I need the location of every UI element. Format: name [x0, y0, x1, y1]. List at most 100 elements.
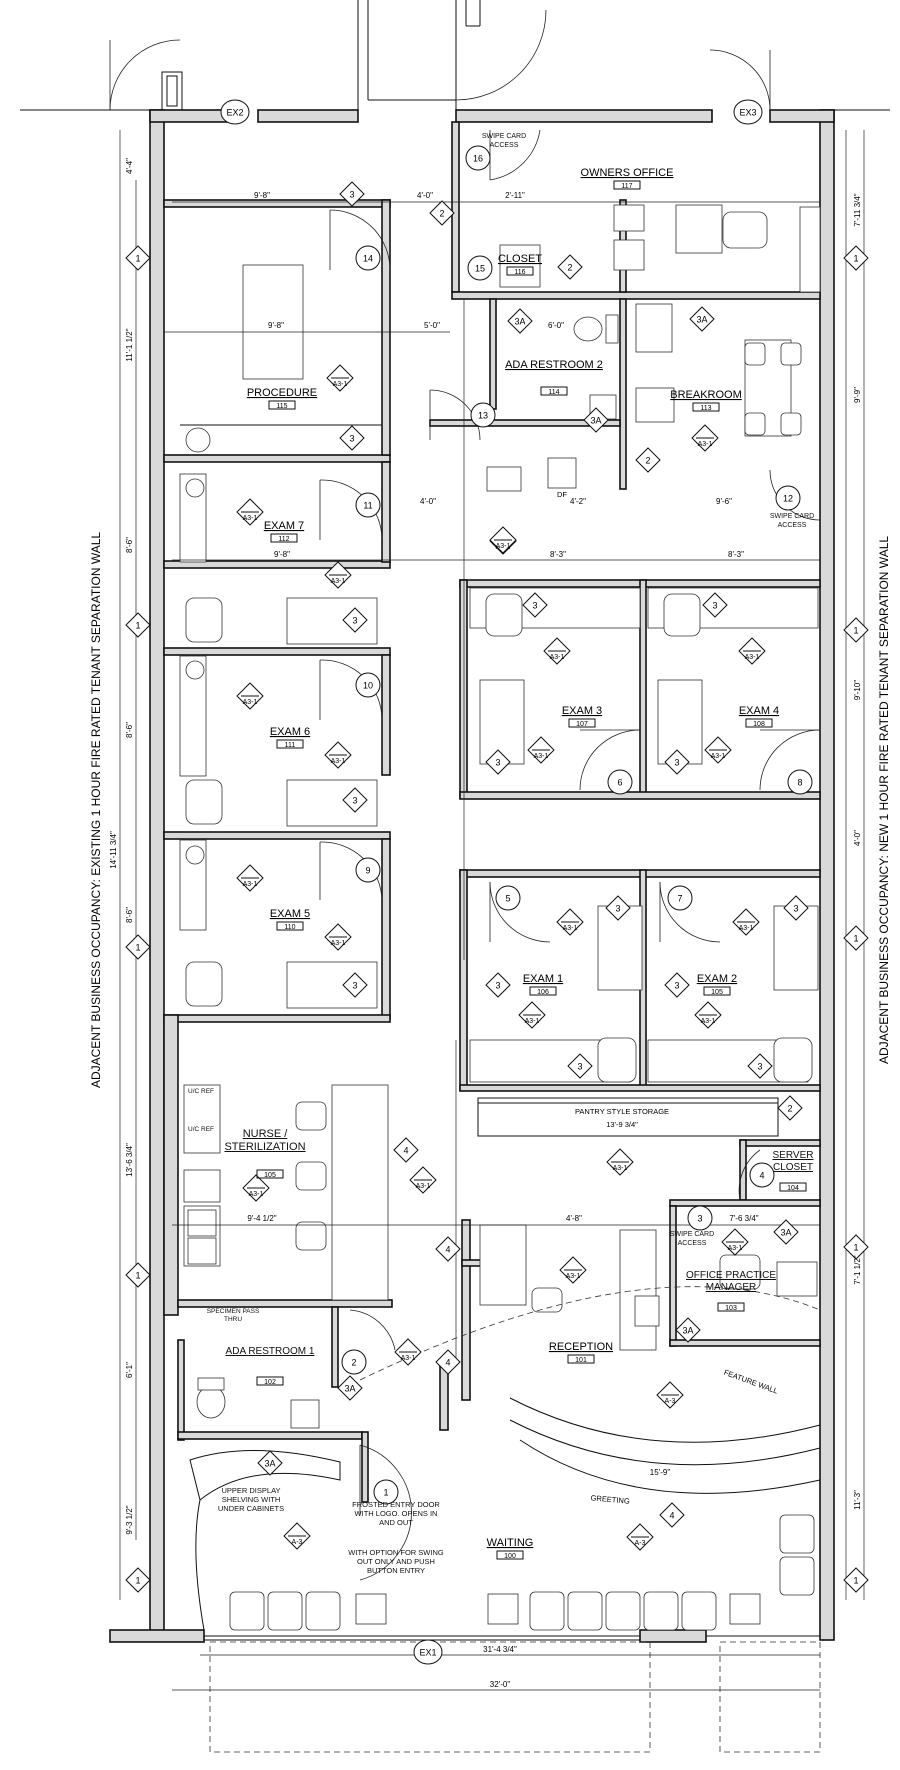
wall-type-tag: 1 [843, 1234, 869, 1260]
room-exam-4-label: EXAM 4 [739, 705, 779, 717]
dim-proc-w: 9'-8" [268, 321, 284, 330]
sheet-ref-label: A3-1 [243, 699, 258, 706]
sheet-ref-label: A-3 [635, 1540, 646, 1547]
dim-opm-w: 7'-6 3/4" [729, 1214, 758, 1223]
wall-tag-diamond [125, 245, 151, 271]
sheet-ref-tag: A3-1 [409, 1166, 437, 1194]
note-swipe-2-box: SWIPE CARD ACCESS [769, 513, 815, 529]
door-tag-number: 16 [473, 153, 483, 163]
dim-top-mid: 4'-0" [417, 191, 433, 200]
door-tag-circle [775, 485, 801, 511]
wall-tag-label: 3A [590, 415, 601, 425]
door-tag: 13 [470, 402, 496, 428]
wall-type-tag: 3 [339, 181, 365, 207]
room-owners-office-number: 117 [621, 183, 632, 190]
wall-tag-label: 4 [403, 1145, 408, 1155]
door-tag-number: 15 [475, 263, 485, 273]
room-exam-2-number: 105 [711, 989, 723, 996]
room-breakroom-number: 113 [700, 405, 711, 412]
wall-tag-label: 4 [445, 1244, 450, 1254]
dim-left-7: 6'-1" [125, 1362, 134, 1378]
door-tag: 2 [341, 1349, 367, 1375]
dim-rec-w: 4'-8" [566, 1214, 582, 1223]
wall-tag-diamond [567, 1053, 593, 1079]
wall-type-tag: 4 [435, 1349, 461, 1375]
wall-tag-diamond [125, 934, 151, 960]
wall-tag-diamond [339, 181, 365, 207]
door-tag: 14 [355, 245, 381, 271]
wall-tag-diamond [664, 749, 690, 775]
wall-type-tag: 1 [125, 1262, 151, 1288]
door-tag-number: 11 [363, 500, 372, 510]
room-procedure-number: 115 [276, 403, 287, 410]
door-tag-circle [355, 492, 381, 518]
note-swipe-2: SWIPE CARD ACCESS [769, 513, 815, 529]
room-exam-4-number: 108 [753, 721, 765, 728]
wall-tag-diamond [843, 1567, 869, 1593]
room-server-label-box: SERVER CLOSET [772, 1150, 814, 1173]
wall-tag-diamond [337, 1375, 363, 1401]
dimension-lines [119, 130, 865, 1691]
note-feature-wall: FEATURE WALL [723, 1368, 779, 1396]
sheet-ref-tag: A3-1 [326, 364, 354, 392]
furniture [179, 204, 821, 1753]
note-df: DF [557, 490, 567, 499]
wall-tag-label: 1 [853, 1242, 858, 1252]
door-tag: 7 [667, 885, 693, 911]
wall-tag-diamond [843, 1234, 869, 1260]
wall-type-tag: 3 [567, 1053, 593, 1079]
wall-type-tag: 2 [777, 1095, 803, 1121]
wall-tag-diamond [339, 425, 365, 451]
sheet-ref-tag: A-3 [656, 1381, 684, 1409]
room-server-label: SERVER CLOSET [772, 1150, 814, 1173]
door-tag-number: 8 [797, 777, 802, 787]
wall-tag-label: 3 [674, 757, 679, 767]
door-tag-circle [355, 857, 381, 883]
dim-bottom-1: 31'-4 3/4" [483, 1645, 517, 1654]
wall-tag-label: 3 [349, 189, 354, 199]
wall-tag-label: 2 [787, 1103, 792, 1113]
wall-tag-label: 1 [135, 1575, 140, 1585]
room-exam-5-label: EXAM 5 [270, 908, 310, 920]
wall-tag-diamond [702, 592, 728, 618]
door-tag-number: 3 [697, 1213, 702, 1223]
sheet-ref-tag: A3-1 [242, 1174, 270, 1202]
dim-left-3: 8'-6" [125, 537, 134, 553]
wall-type-tag: 1 [125, 612, 151, 638]
door-tag-number: 13 [478, 410, 488, 420]
wall-type-tag: 1 [843, 617, 869, 643]
exit-tag-ex3: EX3 [739, 107, 756, 117]
wall-tag-diamond [485, 972, 511, 998]
wall-tag-label: 3 [793, 903, 798, 913]
wall-type-tag: 2 [635, 447, 661, 473]
wall-type-tag: 1 [843, 925, 869, 951]
note-uc-1: U/C REF [188, 1088, 214, 1095]
note-greeting: GREETING [590, 1493, 630, 1505]
sheet-ref-tag: A3-1 [324, 923, 352, 951]
wall-tag-diamond [342, 787, 368, 813]
wall-type-tag: 1 [125, 1567, 151, 1593]
sheet-ref-tag: A3-1 [324, 741, 352, 769]
wall-tag-diamond [522, 592, 548, 618]
wall-tag-diamond [635, 447, 661, 473]
note-uc-2: U/C REF [188, 1126, 214, 1133]
door-tag-number: 6 [617, 777, 622, 787]
room-ada-restroom-2-number: 114 [548, 389, 559, 396]
dim-top-mid2: 2'-11" [505, 191, 525, 200]
wall-type-tag: 3A [675, 1317, 701, 1343]
wall-tag-diamond [583, 407, 609, 433]
wall-tag-label: 3A [780, 1227, 791, 1237]
wall-tag-label: 1 [135, 1270, 140, 1280]
wall-tag-label: 3 [577, 1061, 582, 1071]
exit-tag-ex2: EX2 [226, 107, 243, 117]
sheet-ref-label: A3-1 [698, 441, 713, 448]
wall-tag-diamond [843, 617, 869, 643]
door-tag: 1 [373, 1479, 399, 1505]
note-uc-1-box: U/C REF [188, 1088, 214, 1095]
door-tag-number: 1 [383, 1487, 388, 1497]
sheet-ref-label: A3-1 [566, 1273, 581, 1280]
door-tag-circle [373, 1479, 399, 1505]
